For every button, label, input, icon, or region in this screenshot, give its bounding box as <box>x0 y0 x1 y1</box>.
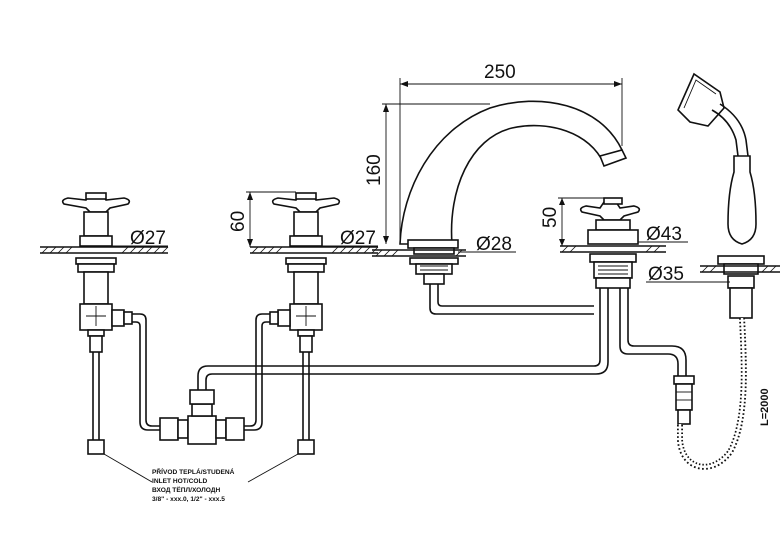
inlet-note-line-4: 3/8" - xxx.0, 1/2" - xxx.5 <box>152 496 225 503</box>
dim-60: 60 <box>228 211 249 232</box>
left-valve <box>40 192 169 455</box>
dim-d28: Ø28 <box>476 234 512 255</box>
spout <box>372 100 628 285</box>
dim-d27-middle: Ø27 <box>340 228 376 249</box>
inlet-note-line-3: ВХОД ТЁПЛ/ХОЛОДН <box>152 486 221 494</box>
dim-d27-left: Ø27 <box>130 228 166 249</box>
dim-d35: Ø35 <box>648 264 684 285</box>
piping <box>132 284 695 445</box>
inlet-note: PŘÍVOD TEPLÁ/STUDENÁ INLET HOT/COLD ВХОД… <box>152 467 235 503</box>
dim-250: 250 <box>484 62 516 83</box>
dim-50: 50 <box>540 207 561 228</box>
dimension-lines <box>103 78 730 483</box>
dim-d43: Ø43 <box>646 224 682 245</box>
inlet-note-line-2: INLET HOT/COLD <box>152 478 208 485</box>
inlet-note-line-1: PŘÍVOD TEPLÁ/STUDENÁ <box>152 467 235 476</box>
diverter <box>560 197 666 289</box>
dim-160: 160 <box>364 154 385 186</box>
dim-hose-length: L=2000 <box>759 388 771 426</box>
